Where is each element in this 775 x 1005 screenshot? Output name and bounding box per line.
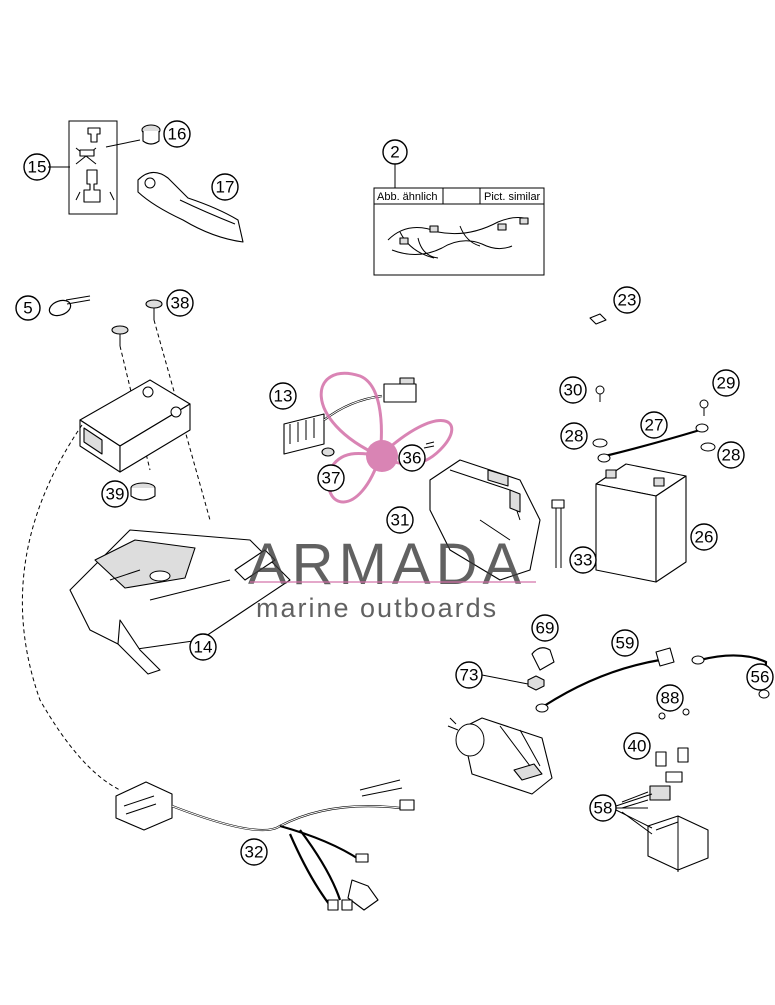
item-26-battery — [595, 463, 687, 583]
callout-17: 17 — [211, 173, 239, 201]
svg-text:73: 73 — [460, 666, 479, 685]
callout-88: 88 — [656, 684, 684, 712]
callout-31: 31 — [386, 506, 414, 534]
callout-59: 59 — [611, 629, 639, 657]
callout-36: 36 — [398, 444, 426, 472]
callout-15: 15 — [23, 153, 51, 181]
ecu-connection-line — [21, 424, 121, 791]
ecu-module — [79, 379, 191, 473]
svg-text:5: 5 — [23, 299, 32, 318]
svg-text:16: 16 — [168, 125, 187, 144]
callout-27: 27 — [640, 411, 668, 439]
svg-text:32: 32 — [245, 843, 264, 862]
svg-text:31: 31 — [391, 511, 410, 530]
callout-33: 33 — [569, 546, 597, 574]
svg-text:56: 56 — [751, 668, 770, 687]
item-17-lever — [137, 171, 244, 243]
item-14-tray — [69, 529, 291, 675]
item-33-strap — [551, 499, 565, 568]
item-56-cable — [691, 654, 770, 699]
callout-2: 2 — [382, 139, 408, 165]
callout-30: 30 — [559, 376, 587, 404]
svg-text:28: 28 — [565, 427, 584, 446]
svg-text:40: 40 — [628, 737, 647, 756]
callout-56: 56 — [746, 663, 774, 691]
svg-text:36: 36 — [403, 449, 422, 468]
item-36-37-hardware — [321, 441, 435, 457]
leader-16 — [105, 139, 141, 148]
svg-text:29: 29 — [717, 374, 736, 393]
svg-text:14: 14 — [194, 638, 213, 657]
harness-label-en: Pict. similar — [484, 191, 541, 203]
svg-text:39: 39 — [106, 485, 125, 504]
callout-16: 16 — [163, 120, 191, 148]
callout-73: 73 — [455, 661, 483, 689]
item-40-fuses — [655, 747, 689, 783]
callout-69: 69 — [531, 614, 559, 642]
svg-text:88: 88 — [661, 689, 680, 708]
svg-text:33: 33 — [574, 551, 593, 570]
item-69-cap — [531, 647, 555, 671]
item-88-screws — [658, 708, 690, 720]
item-5-cable-tie — [48, 295, 91, 317]
item-32-harness — [115, 779, 415, 911]
item-27-cable — [592, 385, 716, 463]
item-16-grommet — [141, 124, 161, 145]
svg-text:27: 27 — [645, 416, 664, 435]
item-13-regulator — [283, 377, 417, 455]
callout-14: 14 — [189, 633, 217, 661]
item-39-grommet — [130, 482, 156, 501]
item-23-clip — [589, 313, 607, 325]
callout-28b: 28 — [717, 441, 745, 469]
svg-text:26: 26 — [695, 528, 714, 547]
callout-29: 29 — [712, 369, 740, 397]
callout-39: 39 — [101, 480, 129, 508]
svg-text:23: 23 — [618, 291, 637, 310]
leader-lines — [48, 166, 653, 829]
callout-13: 13 — [269, 382, 297, 410]
callout-5: 5 — [15, 295, 41, 321]
svg-text:28: 28 — [722, 446, 741, 465]
svg-text:59: 59 — [616, 634, 635, 653]
callout-28a: 28 — [560, 422, 588, 450]
watermark-subtitle: marine outboards — [256, 593, 498, 623]
svg-text:15: 15 — [28, 158, 47, 177]
svg-text:38: 38 — [171, 294, 190, 313]
callout-26: 26 — [690, 523, 718, 551]
item-58-relay — [621, 785, 709, 872]
svg-text:13: 13 — [274, 387, 293, 406]
watermark-title: ARMADA — [248, 532, 526, 597]
starter-motor — [447, 717, 553, 795]
svg-text:17: 17 — [216, 178, 235, 197]
svg-text:58: 58 — [594, 799, 613, 818]
item-73-nut — [527, 675, 545, 691]
svg-text:37: 37 — [322, 469, 341, 488]
svg-text:30: 30 — [564, 381, 583, 400]
harness-box — [373, 187, 545, 276]
item-15-box — [68, 120, 118, 215]
callout-58: 58 — [589, 794, 617, 822]
item-59-cable — [535, 647, 675, 713]
callout-40: 40 — [623, 732, 651, 760]
callout-23: 23 — [613, 286, 641, 314]
callout-38: 38 — [166, 289, 194, 317]
svg-text:69: 69 — [536, 619, 555, 638]
callout-37: 37 — [317, 464, 345, 492]
item-31-battery-box — [429, 459, 541, 581]
svg-text:2: 2 — [390, 143, 399, 162]
callout-32: 32 — [240, 838, 268, 866]
harness-label-de: Abb. ähnlich — [377, 191, 438, 203]
